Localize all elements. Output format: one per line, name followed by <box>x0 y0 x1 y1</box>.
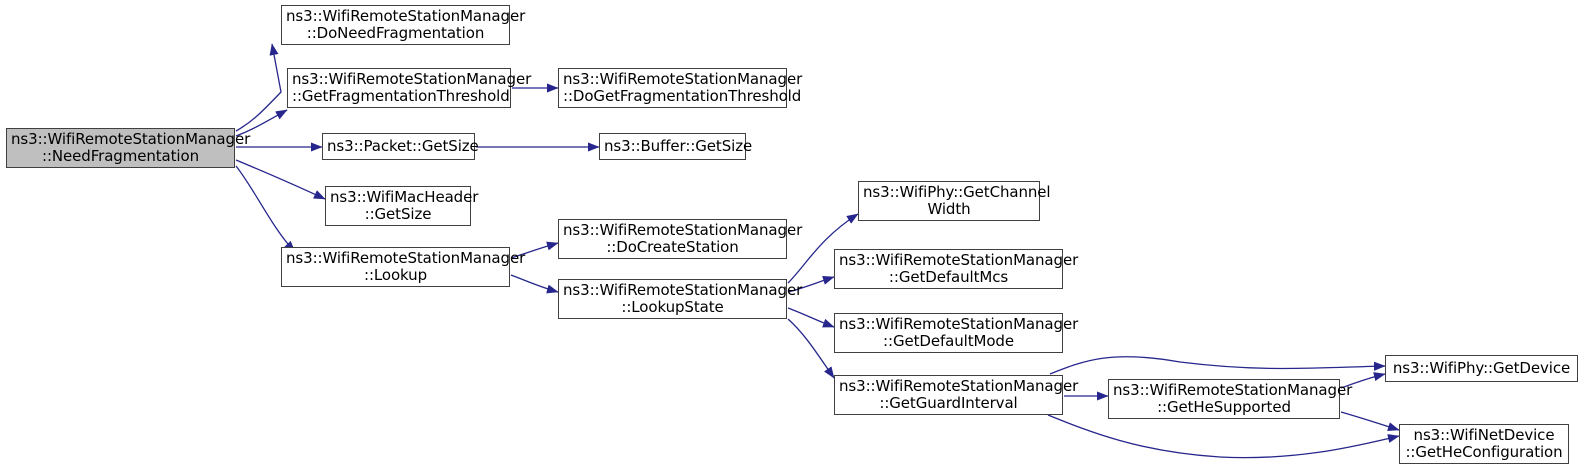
graph-node-label: ns3::Buffer::GetSize <box>604 137 753 155</box>
graph-node-lookup-state[interactable]: ns3::WifiRemoteStationManager ::LookupSt… <box>558 279 803 319</box>
graph-node-label: ns3::WifiRemoteStationManager ::LookupSt… <box>563 281 803 316</box>
graph-node-label: ns3::WifiPhy::GetDevice <box>1392 359 1571 377</box>
graph-node-label: ns3::WifiRemoteStationManager ::GetDefau… <box>839 315 1079 350</box>
graph-node-label: ns3::WifiRemoteStationManager ::DoGetFra… <box>563 70 803 105</box>
graph-edge-get-guard-interval-to-wifiphy-get-device <box>1049 356 1386 375</box>
graph-node-wifimacheader-get-size[interactable]: ns3::WifiMacHeader ::GetSize <box>325 186 479 226</box>
graph-node-label: ns3::WifiRemoteStationManager ::GetFragm… <box>292 70 532 105</box>
graph-edge-need-fragmentation-to-lookup <box>235 165 296 253</box>
graph-node-do-get-fragmentation-threshold[interactable]: ns3::WifiRemoteStationManager ::DoGetFra… <box>558 68 803 108</box>
graph-node-get-guard-interval[interactable]: ns3::WifiRemoteStationManager ::GetGuard… <box>834 375 1079 415</box>
graph-node-lookup[interactable]: ns3::WifiRemoteStationManager ::Lookup <box>281 247 526 287</box>
graph-node-label: ns3::WifiRemoteStationManager ::Lookup <box>286 249 526 284</box>
graph-node-need-fragmentation[interactable]: ns3::WifiRemoteStationManager ::NeedFrag… <box>6 128 251 168</box>
graph-node-get-default-mcs[interactable]: ns3::WifiRemoteStationManager ::GetDefau… <box>834 249 1079 289</box>
graph-node-label: ns3::WifiRemoteStationManager ::DoCreate… <box>563 221 803 256</box>
graph-node-get-default-mode[interactable]: ns3::WifiRemoteStationManager ::GetDefau… <box>834 313 1079 353</box>
graph-node-get-fragmentation-threshold[interactable]: ns3::WifiRemoteStationManager ::GetFragm… <box>287 68 532 108</box>
graph-node-get-he-configuration[interactable]: ns3::WifiNetDevice ::GetHeConfiguration <box>1399 424 1569 464</box>
graph-node-buffer-get-size[interactable]: ns3::Buffer::GetSize <box>599 133 753 160</box>
graph-node-label: ns3::WifiNetDevice ::GetHeConfiguration <box>1405 426 1563 461</box>
graph-node-label: ns3::WifiRemoteStationManager ::DoNeedFr… <box>286 7 526 42</box>
graph-node-label: ns3::WifiMacHeader ::GetSize <box>330 188 479 223</box>
graph-node-label: ns3::WifiRemoteStationManager ::GetGuard… <box>839 377 1079 412</box>
graph-node-label: ns3::WifiRemoteStationManager ::GetHeSup… <box>1113 381 1353 416</box>
graph-edge-need-fragmentation-to-do-need-fragmentation <box>235 43 282 132</box>
graph-node-do-need-fragmentation[interactable]: ns3::WifiRemoteStationManager ::DoNeedFr… <box>281 5 526 45</box>
graph-node-label: ns3::WifiRemoteStationManager ::NeedFrag… <box>11 130 251 165</box>
graph-edge-get-guard-interval-to-get-he-configuration <box>1047 414 1400 459</box>
graph-node-do-create-station[interactable]: ns3::WifiRemoteStationManager ::DoCreate… <box>558 219 803 259</box>
graph-edge-lookup-to-lookup-state <box>510 274 559 294</box>
graph-edge-lookup-state-to-get-guard-interval <box>787 318 835 379</box>
graph-node-packet-get-size[interactable]: ns3::Packet::GetSize <box>322 133 479 160</box>
graph-node-label: ns3::WifiRemoteStationManager ::GetDefau… <box>839 251 1079 286</box>
graph-node-label: ns3::WifiPhy::GetChannel Width <box>863 183 1051 218</box>
graph-node-get-channel-width[interactable]: ns3::WifiPhy::GetChannel Width <box>858 181 1051 221</box>
graph-node-get-he-supported[interactable]: ns3::WifiRemoteStationManager ::GetHeSup… <box>1108 379 1353 419</box>
graph-node-wifiphy-get-device[interactable]: ns3::WifiPhy::GetDevice <box>1385 355 1578 382</box>
graph-node-label: ns3::Packet::GetSize <box>327 137 479 155</box>
graph-edge-get-he-supported-to-get-he-configuration <box>1340 411 1400 432</box>
graph-edge-lookup-state-to-get-default-mode <box>787 307 835 328</box>
graph-edge-need-fragmentation-to-wifimacheader-get-size <box>235 159 326 200</box>
